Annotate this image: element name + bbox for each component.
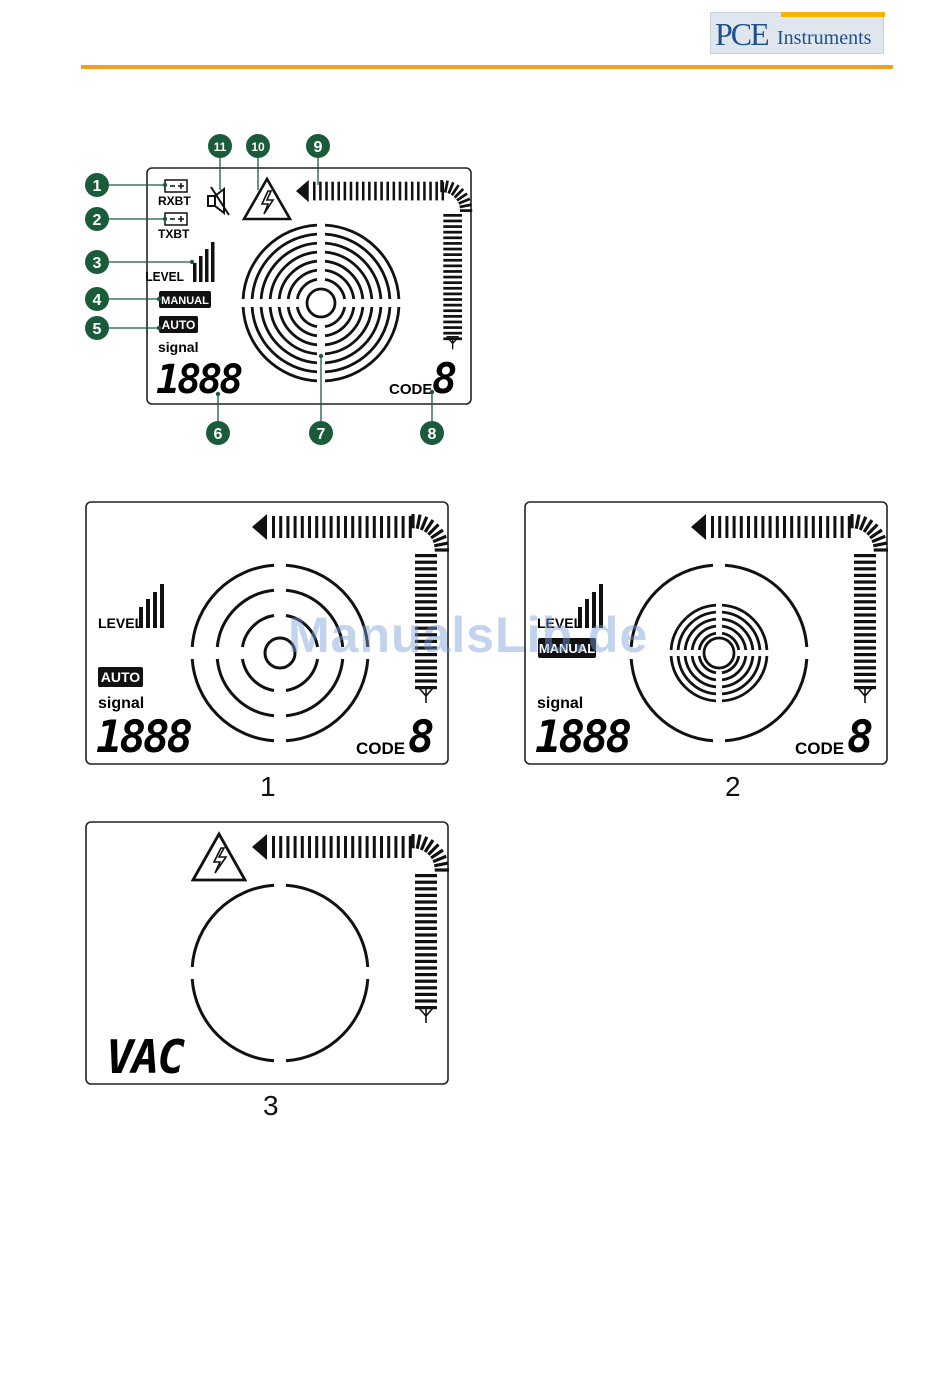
signal-digits: 1888 (535, 712, 630, 763)
lcd-diagram: RXBT TXBT LEVEL MANUAL AUTO signal 1888 (85, 134, 472, 445)
rxbt-label: RXBT (158, 194, 191, 208)
code-digit: 8 (847, 712, 874, 763)
high-voltage-warning-icon (193, 834, 245, 880)
code-label: CODE (356, 739, 405, 758)
svg-text:10: 10 (251, 140, 265, 154)
signal-label: signal (158, 339, 198, 355)
svg-text:11: 11 (214, 140, 227, 154)
callout-10: 10 (246, 134, 270, 158)
watermark: ManualsLib.de (288, 606, 648, 664)
svg-text:6: 6 (214, 426, 223, 443)
auto-label: AUTO (162, 318, 196, 332)
svg-text:1: 1 (93, 178, 102, 195)
callout-9: 9 (306, 134, 330, 158)
svg-text:7: 7 (317, 426, 326, 443)
mute-icon (208, 187, 229, 215)
signal-strength-indicator (252, 834, 449, 1023)
code-label: CODE (389, 381, 432, 398)
level-bars-icon (139, 584, 164, 628)
callout-7: 7 (309, 421, 333, 445)
level-label: LEVEL (98, 615, 144, 631)
callout-11: 11 (208, 134, 232, 158)
svg-text:3: 3 (93, 255, 102, 272)
high-voltage-warning-icon (244, 179, 290, 219)
code-label: CODE (795, 739, 844, 758)
signal-label: signal (537, 695, 583, 712)
code-digit: 8 (432, 354, 457, 403)
callout-5: 5 (85, 316, 109, 340)
callout-8: 8 (420, 421, 444, 445)
target-rings-icon (631, 565, 807, 741)
callout-4: 4 (85, 287, 109, 311)
txbt-label: TXBT (158, 227, 190, 241)
svg-text:8: 8 (428, 426, 437, 443)
caption-1: 1 (260, 772, 276, 802)
rx-battery-icon (165, 180, 187, 192)
svg-text:4: 4 (93, 292, 102, 309)
signal-strength-indicator (691, 514, 888, 703)
level-bars-icon (193, 242, 215, 282)
callout-6: 6 (206, 421, 230, 445)
callout-1: 1 (85, 173, 109, 197)
manual-label: MANUAL (161, 295, 209, 307)
auto-label: AUTO (101, 669, 141, 685)
callout-3: 3 (85, 250, 109, 274)
callout-2: 2 (85, 207, 109, 231)
svg-text:5: 5 (93, 321, 102, 338)
signal-strength-indicator (296, 180, 472, 349)
code-digit: 8 (408, 712, 435, 763)
target-rings-icon (192, 885, 368, 1061)
signal-label: signal (98, 695, 144, 712)
svg-text:9: 9 (314, 139, 323, 156)
level-label: LEVEL (145, 270, 184, 285)
tx-battery-icon (165, 213, 187, 225)
signal-digits: 1888 (156, 357, 242, 403)
lcd-panel-3: VAC (86, 822, 449, 1084)
caption-2: 2 (725, 772, 741, 802)
vac-reading: VAC (106, 1030, 185, 1084)
svg-text:2: 2 (93, 212, 102, 229)
caption-3: 3 (263, 1091, 279, 1121)
signal-digits: 1888 (96, 712, 191, 763)
